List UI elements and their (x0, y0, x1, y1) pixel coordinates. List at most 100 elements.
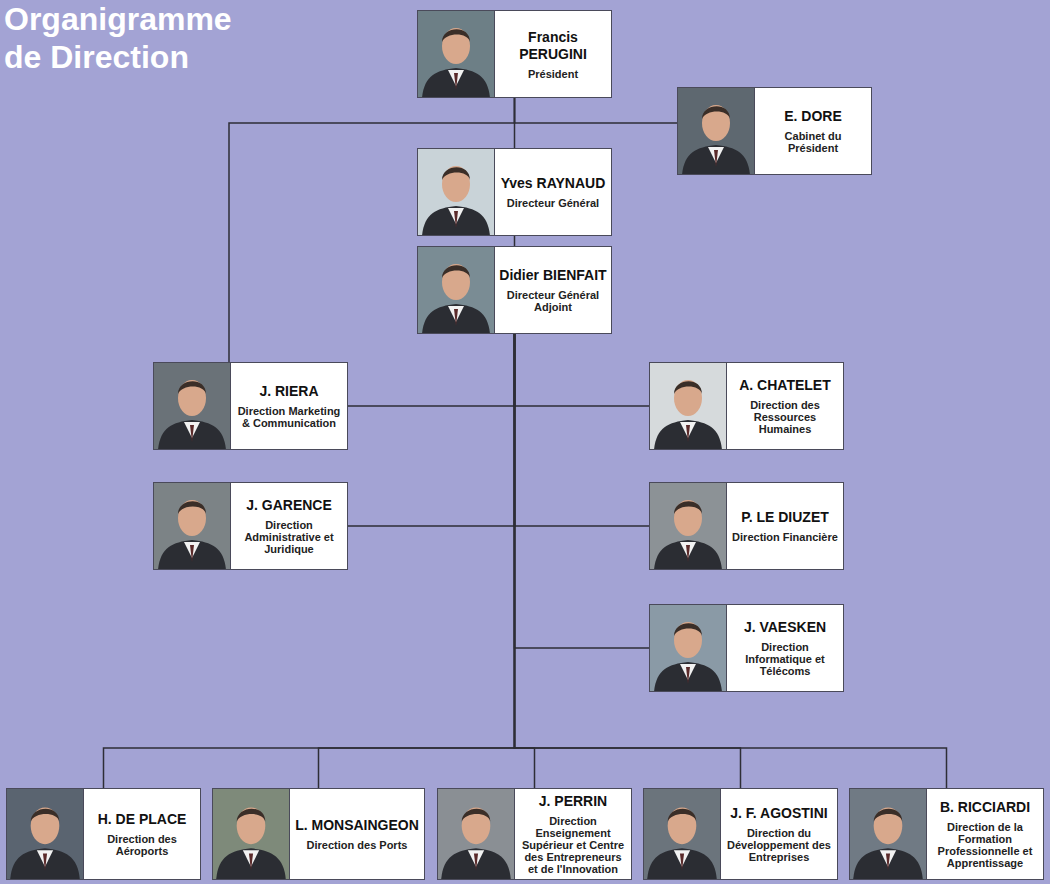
person-name: E. DORE (784, 108, 842, 125)
role-title: Directeur Général Adjoint (499, 289, 607, 313)
label-panel: Yves RAYNAUDDirecteur Général (494, 149, 611, 235)
org-connector (515, 334, 650, 526)
person-box: Yves RAYNAUDDirecteur Général (417, 148, 612, 236)
portrait-ground (650, 605, 726, 691)
portrait-suit (853, 848, 923, 879)
org-connector (104, 334, 515, 788)
portrait-tie (454, 211, 458, 228)
role-title: Direction des Aéroports (88, 833, 196, 857)
person-name: J. PERRIN (539, 793, 607, 810)
portrait-ground (418, 149, 494, 235)
person-name: A. CHATELET (739, 377, 831, 394)
portrait-ground (418, 11, 494, 97)
portrait-hair (674, 381, 702, 394)
portrait-suit (654, 420, 722, 449)
portrait-photo (650, 605, 726, 691)
portrait-hair (178, 501, 206, 514)
role-title: Cabinet du Président (759, 130, 867, 154)
portrait-face (178, 500, 206, 536)
portrait-tie (686, 425, 690, 442)
person-name: J. VAESKEN (744, 619, 826, 636)
portrait-figure (418, 11, 494, 97)
portrait-ground (154, 363, 230, 449)
person-name: J. GARENCE (246, 497, 332, 514)
portrait-face (674, 500, 702, 536)
person-name: Yves RAYNAUD (501, 175, 606, 192)
portrait-tie (454, 309, 458, 326)
portrait-tie (686, 667, 690, 684)
org-connector (514, 98, 516, 148)
portrait-face (442, 264, 470, 300)
portrait-photo (213, 789, 289, 879)
portrait-hair (674, 623, 702, 636)
person-box: J. VAESKENDirection Informatique et Télé… (649, 604, 844, 692)
portrait-tie (190, 545, 194, 562)
portrait-hair (178, 381, 206, 394)
org-connector (515, 334, 535, 788)
portrait-face (178, 380, 206, 416)
portrait-photo (7, 789, 83, 879)
portrait-hair (237, 809, 266, 822)
portrait-face (31, 807, 60, 844)
portrait-ground (850, 789, 926, 879)
role-title: Direction des Ressources Humaines (731, 399, 839, 435)
person-name: Didier BIENFAIT (499, 267, 606, 284)
portrait-ground (650, 483, 726, 569)
person-box: Didier BIENFAIT Directeur Général Adjoint (417, 246, 612, 334)
label-panel: J. GARENCEDirection Administrative et Ju… (230, 483, 347, 569)
role-title: Direction des Ports (307, 839, 408, 851)
person-name: L. MONSAINGEON (295, 817, 419, 834)
org-connector (515, 334, 741, 788)
label-panel: H. DE PLACE Direction des Aéroports (83, 789, 200, 879)
person-name: J. F. AGOSTINI (730, 805, 828, 822)
org-connector (348, 334, 515, 406)
person-box: J. GARENCEDirection Administrative et Ju… (153, 482, 348, 570)
label-panel: J. F. AGOSTINIDirection du Développement… (720, 789, 837, 879)
portrait-suit (422, 68, 490, 97)
portrait-suit (682, 145, 750, 174)
person-box: J. PERRINDirection Enseignement Supérieu… (437, 788, 632, 880)
portrait-face (674, 380, 702, 416)
portrait-figure (650, 605, 726, 691)
portrait-figure (418, 149, 494, 235)
person-name: H. DE PLACE (98, 811, 187, 828)
label-panel: L. MONSAINGEON Direction des Ports (289, 789, 424, 879)
portrait-tie (190, 425, 194, 442)
portrait-photo (438, 789, 514, 879)
portrait-suit (422, 206, 490, 235)
label-panel: J. VAESKENDirection Informatique et Télé… (726, 605, 843, 691)
portrait-photo (650, 483, 726, 569)
portrait-face (237, 807, 266, 844)
label-panel: J. PERRINDirection Enseignement Supérieu… (514, 789, 631, 879)
role-title: Direction de la Formation Professionnell… (931, 821, 1039, 869)
portrait-face (442, 28, 470, 64)
person-name: Francis PERUGINI (499, 29, 607, 63)
portrait-tie (474, 853, 478, 870)
portrait-suit (10, 848, 80, 879)
portrait-tie (886, 853, 890, 870)
portrait-hair (668, 809, 697, 822)
portrait-figure (154, 483, 230, 569)
person-box: L. MONSAINGEON Direction des Ports (212, 788, 425, 880)
portrait-ground (7, 789, 83, 879)
portrait-face (874, 807, 903, 844)
portrait-suit (216, 848, 286, 879)
portrait-figure (7, 789, 83, 879)
portrait-suit (158, 420, 226, 449)
portrait-suit (441, 848, 511, 879)
person-box: H. DE PLACE Direction des Aéroports (6, 788, 201, 880)
portrait-tie (686, 545, 690, 562)
portrait-suit (158, 540, 226, 569)
portrait-hair (702, 106, 730, 119)
role-title: Direction Financière (732, 531, 838, 543)
portrait-figure (418, 247, 494, 333)
portrait-figure (678, 88, 754, 174)
portrait-hair (874, 809, 903, 822)
person-box: J. F. AGOSTINIDirection du Développement… (643, 788, 838, 880)
portrait-face (674, 622, 702, 658)
portrait-figure (438, 789, 514, 879)
portrait-photo (154, 363, 230, 449)
portrait-ground (213, 789, 289, 879)
label-panel: Francis PERUGINIPrésident (494, 11, 611, 97)
